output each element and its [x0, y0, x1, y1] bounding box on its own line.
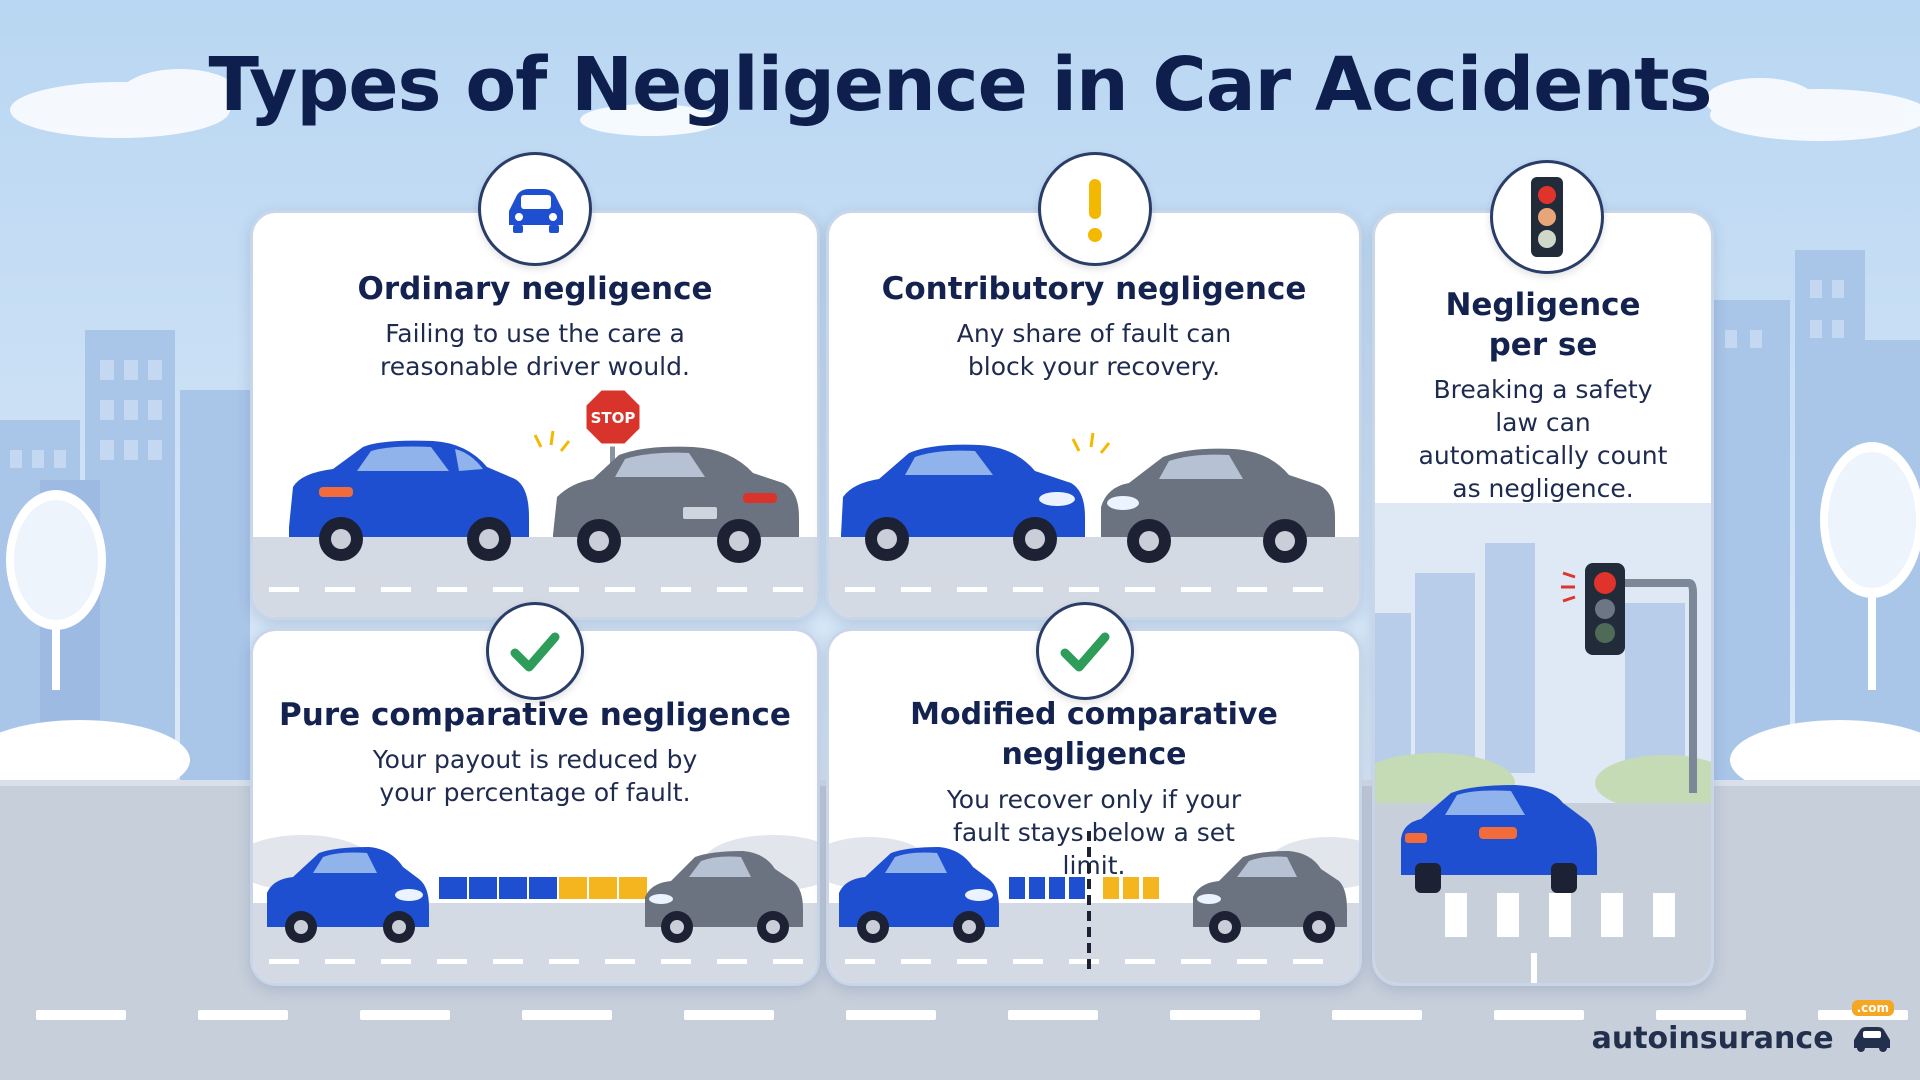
card-negligence-per-se: Negligence per se Breaking a safety law … [1372, 210, 1714, 986]
blue-car [1401, 785, 1597, 893]
card-description: Breaking a safety law can automatically … [1418, 375, 1668, 503]
blue-car [841, 444, 1085, 561]
traffic-light-icon-badge [1490, 160, 1604, 274]
checkmark-icon-badge [486, 602, 584, 700]
impact-marks [1071, 432, 1111, 454]
right-skyline [1710, 250, 1920, 800]
fault-segment-yellow [619, 877, 647, 899]
card-title: Ordinary negligence [357, 271, 713, 307]
car-icon-badge [478, 152, 592, 266]
card-description: Any share of fault can block your recove… [956, 319, 1232, 381]
brand-suffix: .com [1851, 1000, 1894, 1016]
fault-split-illustration [253, 835, 817, 983]
card-title: Contributory negligence [881, 271, 1307, 307]
gray-car [645, 851, 803, 943]
card-description: Failing to use the care a reasonable dri… [380, 319, 690, 381]
crosswalk [1445, 893, 1675, 983]
exclamation-icon [1088, 179, 1102, 242]
bushes [0, 720, 1920, 800]
card-title: Pure comparative negligence [279, 697, 791, 733]
traffic-light-icon [1531, 177, 1563, 257]
checkmark-icon-badge [1036, 602, 1134, 700]
fault-segment-blue [439, 877, 467, 899]
stop-sign: STOP [583, 387, 643, 507]
stop-sign-text: STOP [591, 409, 636, 427]
card-contributory-negligence: Contributory negligence Any share of fau… [826, 210, 1362, 620]
blue-car [289, 440, 529, 561]
card-description: Your payout is reduced by your percentag… [372, 745, 698, 807]
intersection-illustration [1375, 503, 1711, 983]
gray-car [1101, 448, 1335, 563]
impact-marks [533, 430, 571, 452]
fault-segment-yellow [589, 877, 617, 899]
blue-car [267, 847, 429, 943]
street-traffic-light [1561, 563, 1625, 655]
fault-segment-blue [499, 877, 527, 899]
car-icon [509, 189, 563, 233]
checkmark-icon [1060, 632, 1110, 672]
fault-percentage-bar [439, 877, 647, 899]
gray-car [1193, 851, 1347, 943]
traffic-light-pole [1621, 579, 1697, 793]
fault-segment-yellow [559, 877, 587, 899]
fault-threshold-illustration [829, 831, 1359, 983]
fault-segment-yellow [1103, 877, 1119, 899]
card-title: Modified comparative negligence [910, 697, 1278, 772]
fault-segment-blue [1049, 877, 1065, 899]
fault-percentage-bar [1009, 877, 1159, 899]
brand-name: autoinsurance [1591, 1021, 1834, 1056]
fault-segment-blue [1029, 877, 1045, 899]
fault-segment-blue [529, 877, 557, 899]
card-description: You recover only if your fault stays bel… [946, 785, 1242, 880]
card-title: Negligence per se [1445, 287, 1641, 363]
car-icon [1854, 1026, 1890, 1052]
right-tree [1820, 442, 1920, 690]
brand-logo: autoinsurance .com [1591, 1000, 1894, 1064]
fault-segment-yellow [1123, 877, 1139, 899]
fault-segment-yellow [1143, 877, 1159, 899]
collision-illustration: STOP [253, 387, 817, 617]
left-tree [6, 490, 106, 690]
clouds [10, 69, 1920, 141]
left-skyline-windows [10, 360, 162, 468]
blue-car [839, 847, 999, 943]
card-modified-comparative-negligence: Modified comparative negligence You reco… [826, 628, 1362, 986]
fault-segment-blue [469, 877, 497, 899]
fault-segment-blue [1009, 877, 1025, 899]
collision-illustration [829, 432, 1359, 617]
fault-segment-blue [1069, 877, 1085, 899]
gray-car [553, 446, 799, 563]
page-title: Types of Negligence in Car Accidents [208, 42, 1712, 128]
card-ordinary-negligence: Ordinary negligence Failing to use the c… [250, 210, 820, 620]
checkmark-icon [510, 632, 560, 672]
exclamation-icon-badge [1038, 152, 1152, 266]
